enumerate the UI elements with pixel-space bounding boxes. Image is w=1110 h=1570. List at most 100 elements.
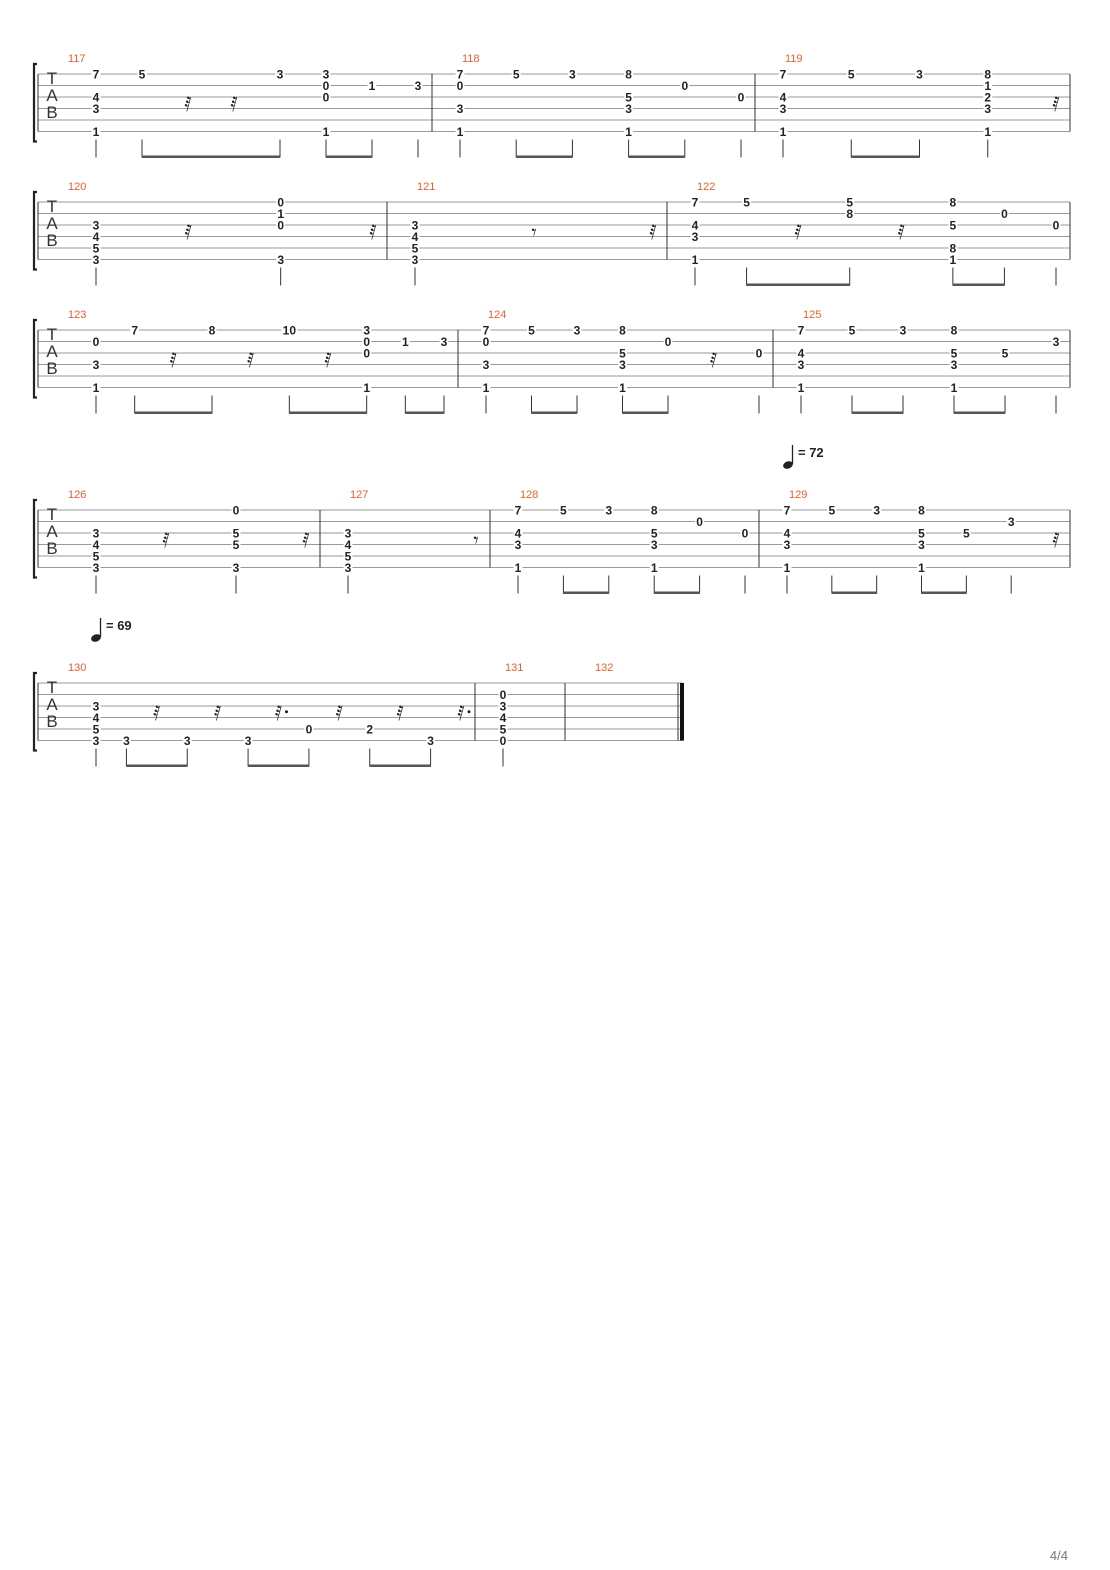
tab-clef-letter: A bbox=[46, 522, 58, 541]
fret-number: 3 bbox=[93, 219, 100, 233]
rest-symbol: 𝅀 bbox=[170, 348, 177, 372]
fret-number: 5 bbox=[233, 527, 240, 541]
fret-mask bbox=[778, 68, 788, 80]
fret-number: 3 bbox=[441, 335, 448, 349]
fret-number: 0 bbox=[277, 196, 284, 210]
fret-mask bbox=[948, 242, 958, 254]
beat: 𝅀 bbox=[324, 348, 331, 372]
beat: 𝅀 bbox=[153, 701, 160, 725]
fret-number: 5 bbox=[849, 324, 856, 338]
tab-clef-letter: T bbox=[47, 505, 57, 524]
rest-symbol: 𝄾 bbox=[473, 528, 478, 552]
beat: 3 bbox=[439, 335, 449, 414]
fret-number: 1 bbox=[692, 253, 699, 267]
fret-mask bbox=[690, 219, 700, 231]
fret-number: 2 bbox=[984, 91, 991, 105]
fret-number: 5 bbox=[139, 68, 146, 82]
note-beam bbox=[654, 591, 700, 594]
beat: 0 bbox=[1051, 219, 1061, 286]
fret-number: 1 bbox=[93, 125, 100, 139]
system-bracket bbox=[32, 318, 37, 399]
fret-number: 0 bbox=[483, 335, 490, 349]
fret-number: 5 bbox=[848, 68, 855, 82]
rest-symbol: 𝅀 bbox=[794, 220, 801, 244]
tempo-value: = 72 bbox=[798, 445, 824, 460]
system-bracket bbox=[32, 671, 37, 752]
fret-mask bbox=[983, 125, 993, 138]
fret-mask bbox=[1051, 335, 1061, 348]
fret-mask bbox=[778, 102, 788, 115]
fret-number: 3 bbox=[951, 358, 958, 372]
fret-number: 8 bbox=[209, 324, 216, 338]
beat: 3 bbox=[1006, 515, 1016, 594]
measure-number: 119 bbox=[785, 53, 803, 65]
measure-number: 128 bbox=[520, 489, 538, 501]
fret-number: 3 bbox=[605, 504, 612, 518]
fret-mask bbox=[400, 335, 410, 348]
fret-mask bbox=[121, 734, 131, 747]
fret-mask bbox=[231, 527, 241, 539]
fret-mask bbox=[680, 79, 690, 92]
fret-mask bbox=[276, 219, 286, 231]
beat: 0 bbox=[695, 515, 705, 594]
quarter-note-icon bbox=[783, 461, 793, 469]
fret-number: 5 bbox=[513, 68, 520, 82]
fret-mask bbox=[367, 79, 377, 92]
fret-number: 1 bbox=[277, 207, 284, 221]
fret-number: 4 bbox=[412, 230, 419, 244]
fret-number: 3 bbox=[93, 561, 100, 575]
fret-mask bbox=[527, 324, 536, 336]
fret-number: 1 bbox=[93, 381, 100, 395]
beat: 𝅀 bbox=[898, 220, 905, 244]
fret-number: 5 bbox=[1002, 347, 1009, 361]
fret-mask bbox=[917, 561, 926, 574]
beat: 5 bbox=[827, 504, 837, 594]
fret-number: 3 bbox=[245, 734, 252, 748]
rest-dot bbox=[467, 710, 471, 714]
fret-mask bbox=[343, 561, 353, 574]
fret-number: 3 bbox=[500, 700, 507, 714]
fret-number: 0 bbox=[696, 515, 703, 529]
fret-mask bbox=[782, 561, 792, 574]
fret-mask bbox=[845, 207, 855, 220]
fret-mask bbox=[949, 324, 959, 336]
fret-mask bbox=[137, 68, 147, 80]
tab-clef-letter: B bbox=[46, 359, 57, 378]
fret-mask bbox=[455, 68, 465, 80]
fret-number: 1 bbox=[515, 561, 522, 575]
fret-number: 3 bbox=[184, 734, 191, 748]
fret-mask bbox=[321, 125, 331, 138]
beat: 𝅀 bbox=[336, 701, 343, 725]
fret-mask bbox=[276, 196, 286, 208]
fret-mask bbox=[513, 527, 523, 539]
fret-number: 3 bbox=[900, 324, 907, 338]
measure-number: 122 bbox=[697, 181, 715, 193]
beat: 5 bbox=[527, 324, 536, 414]
rest-symbol: 𝅀 bbox=[898, 220, 905, 244]
fret-mask bbox=[690, 196, 700, 208]
fret-number: 5 bbox=[619, 347, 626, 361]
fret-mask bbox=[983, 68, 993, 80]
rest-symbol: 𝅀 bbox=[214, 701, 221, 725]
fret-number: 3 bbox=[93, 734, 100, 748]
fret-mask bbox=[281, 324, 298, 336]
fret-mask bbox=[948, 253, 958, 266]
fret-number: 5 bbox=[651, 527, 658, 541]
fret-number: 5 bbox=[93, 723, 100, 737]
note-beam bbox=[746, 283, 850, 286]
fret-number: 0 bbox=[1001, 207, 1008, 221]
fret-number: 3 bbox=[984, 102, 991, 116]
fret-mask bbox=[91, 68, 101, 80]
fret-mask bbox=[618, 358, 627, 371]
beat: 0 bbox=[740, 527, 750, 594]
fret-mask bbox=[649, 527, 659, 539]
fret-number: 3 bbox=[483, 358, 490, 372]
system-bracket bbox=[32, 498, 37, 579]
measure-number: 125 bbox=[803, 309, 821, 321]
